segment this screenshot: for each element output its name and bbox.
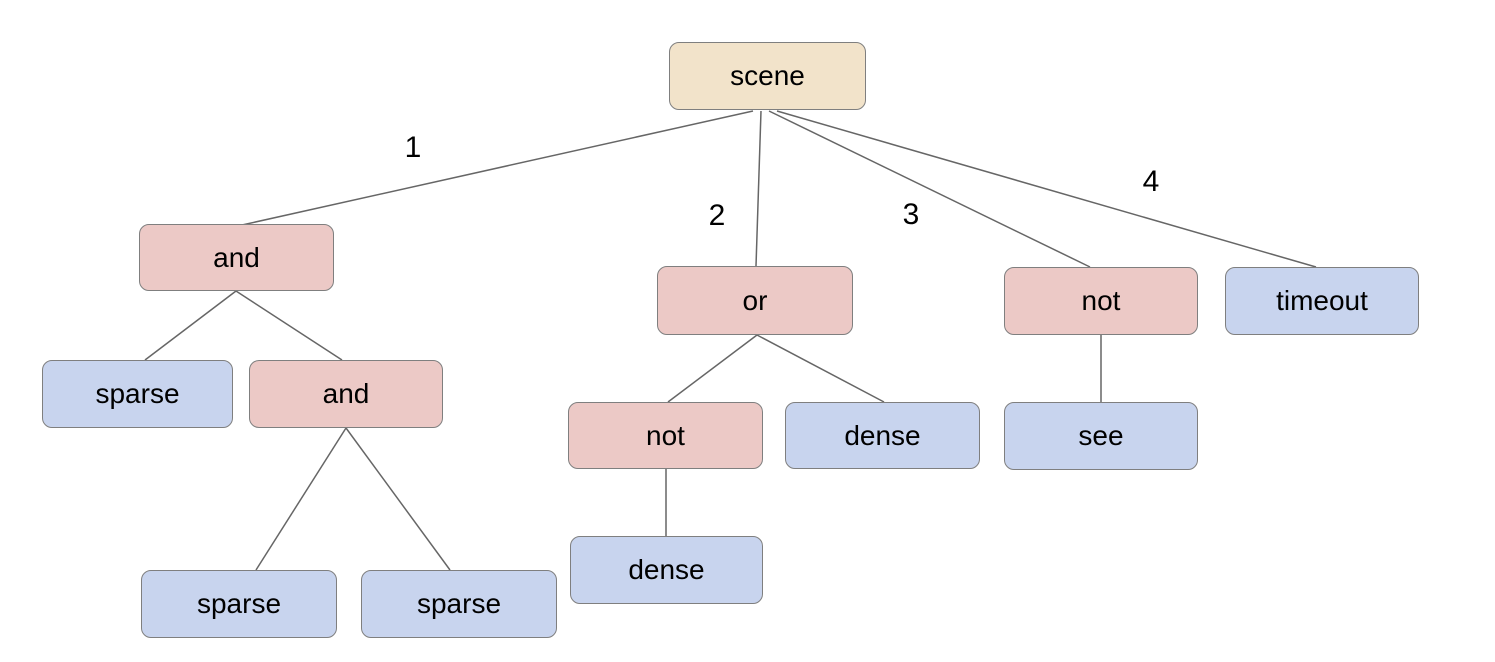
tree-edge-and1-sparse1 xyxy=(144,290,237,361)
tree-edge-scene-timeout xyxy=(776,110,1317,268)
tree-edge-and1-and2 xyxy=(235,290,343,361)
edge-label-2: 2 xyxy=(708,199,726,232)
tree-edge-scene-not1 xyxy=(768,110,1091,268)
tree-node-and1: and xyxy=(139,224,334,291)
tree-node-sparse2: sparse xyxy=(141,570,337,638)
tree-node-dense2: dense xyxy=(570,536,763,604)
edge-label-1: 1 xyxy=(404,131,422,164)
tree-node-not2: not xyxy=(568,402,763,469)
tree-edge-scene-and1 xyxy=(241,110,754,226)
tree-node-and2: and xyxy=(249,360,443,428)
tree-node-see: see xyxy=(1004,402,1198,470)
tree-edge-scene-or1 xyxy=(755,110,762,267)
edge-label-3: 3 xyxy=(902,198,920,231)
edge-label-4: 4 xyxy=(1142,165,1160,198)
tree-edge-and2-sparse3 xyxy=(345,427,451,571)
tree-node-scene: scene xyxy=(669,42,866,110)
tree-node-timeout: timeout xyxy=(1225,267,1419,335)
tree-edge-or1-not2 xyxy=(667,334,758,403)
tree-edge-and2-sparse2 xyxy=(255,427,347,571)
tree-node-sparse1: sparse xyxy=(42,360,233,428)
tree-node-dense1: dense xyxy=(785,402,980,469)
tree-node-sparse3: sparse xyxy=(361,570,557,638)
tree-edge-or1-dense1 xyxy=(756,334,885,403)
tree-node-or1: or xyxy=(657,266,853,335)
tree-node-not1: not xyxy=(1004,267,1198,335)
